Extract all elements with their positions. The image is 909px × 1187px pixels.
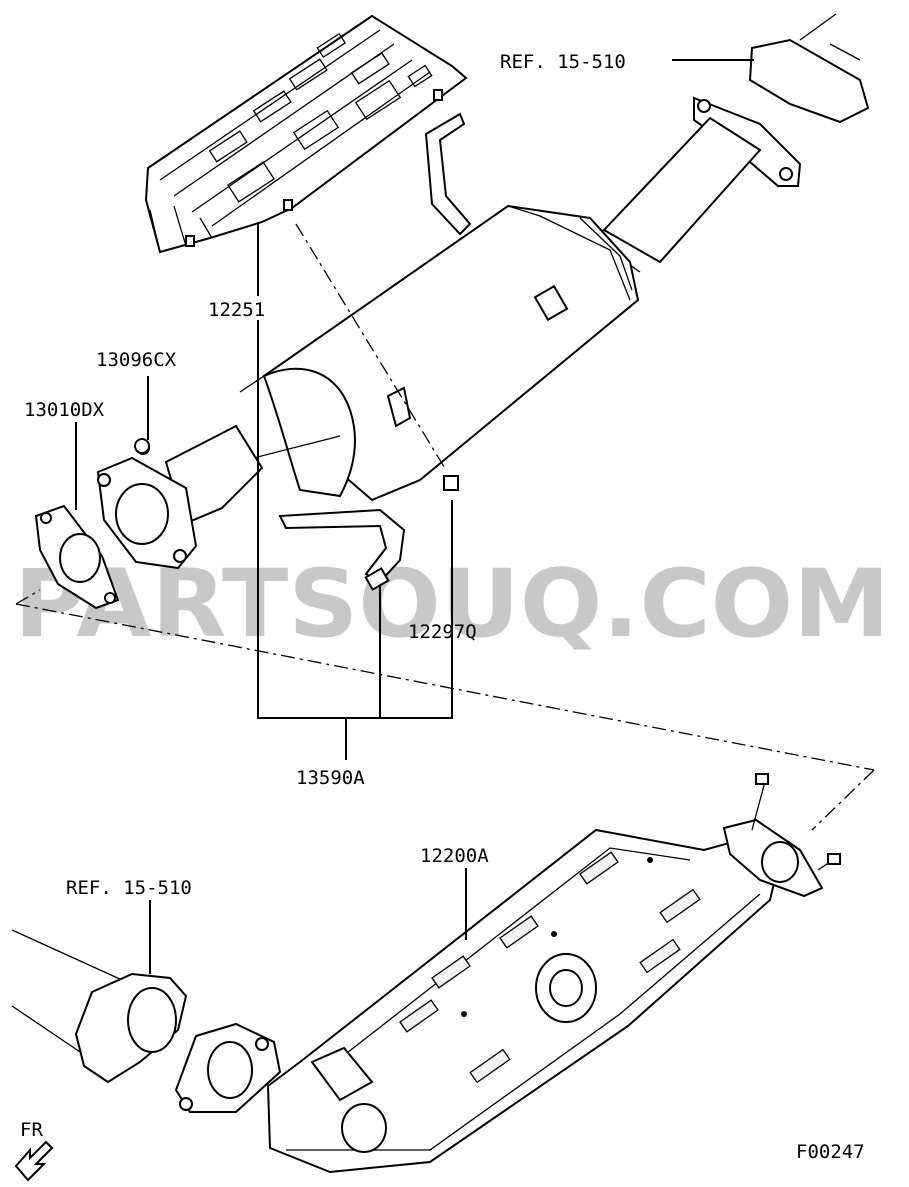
ref-part-bottom-pipe	[11, 929, 188, 1084]
part-label-13590a: 13590A	[296, 767, 365, 789]
figure-code: F00247	[796, 1141, 865, 1163]
part-label-13010dx: 13010DX	[24, 399, 105, 421]
part-label-12251: 12251	[208, 299, 265, 321]
front-direction-arrow-icon	[14, 1140, 54, 1182]
inlet-pipe-flange	[96, 424, 264, 570]
part-label-12200a: 12200A	[420, 845, 489, 867]
ref-label-top: REF. 15-510	[500, 51, 626, 73]
catalytic-converter-body	[229, 204, 640, 502]
converter-flange-rear	[722, 773, 841, 898]
heat-protector-shield	[144, 14, 468, 254]
gasket	[34, 504, 120, 610]
ref-label-bottom: REF. 15-510	[66, 877, 192, 899]
front-pipe-flange	[599, 96, 802, 273]
catalytic-converter-assy	[266, 828, 780, 1174]
bracket-hanger	[278, 112, 472, 591]
direction-label: FR	[20, 1119, 43, 1141]
part-label-13096cx: 13096CX	[96, 349, 177, 371]
converter-flange-front	[174, 1022, 282, 1113]
ref-part-top	[748, 13, 870, 124]
part-label-12297q: 12297Q	[408, 621, 477, 643]
leader-lines-top	[75, 59, 754, 760]
